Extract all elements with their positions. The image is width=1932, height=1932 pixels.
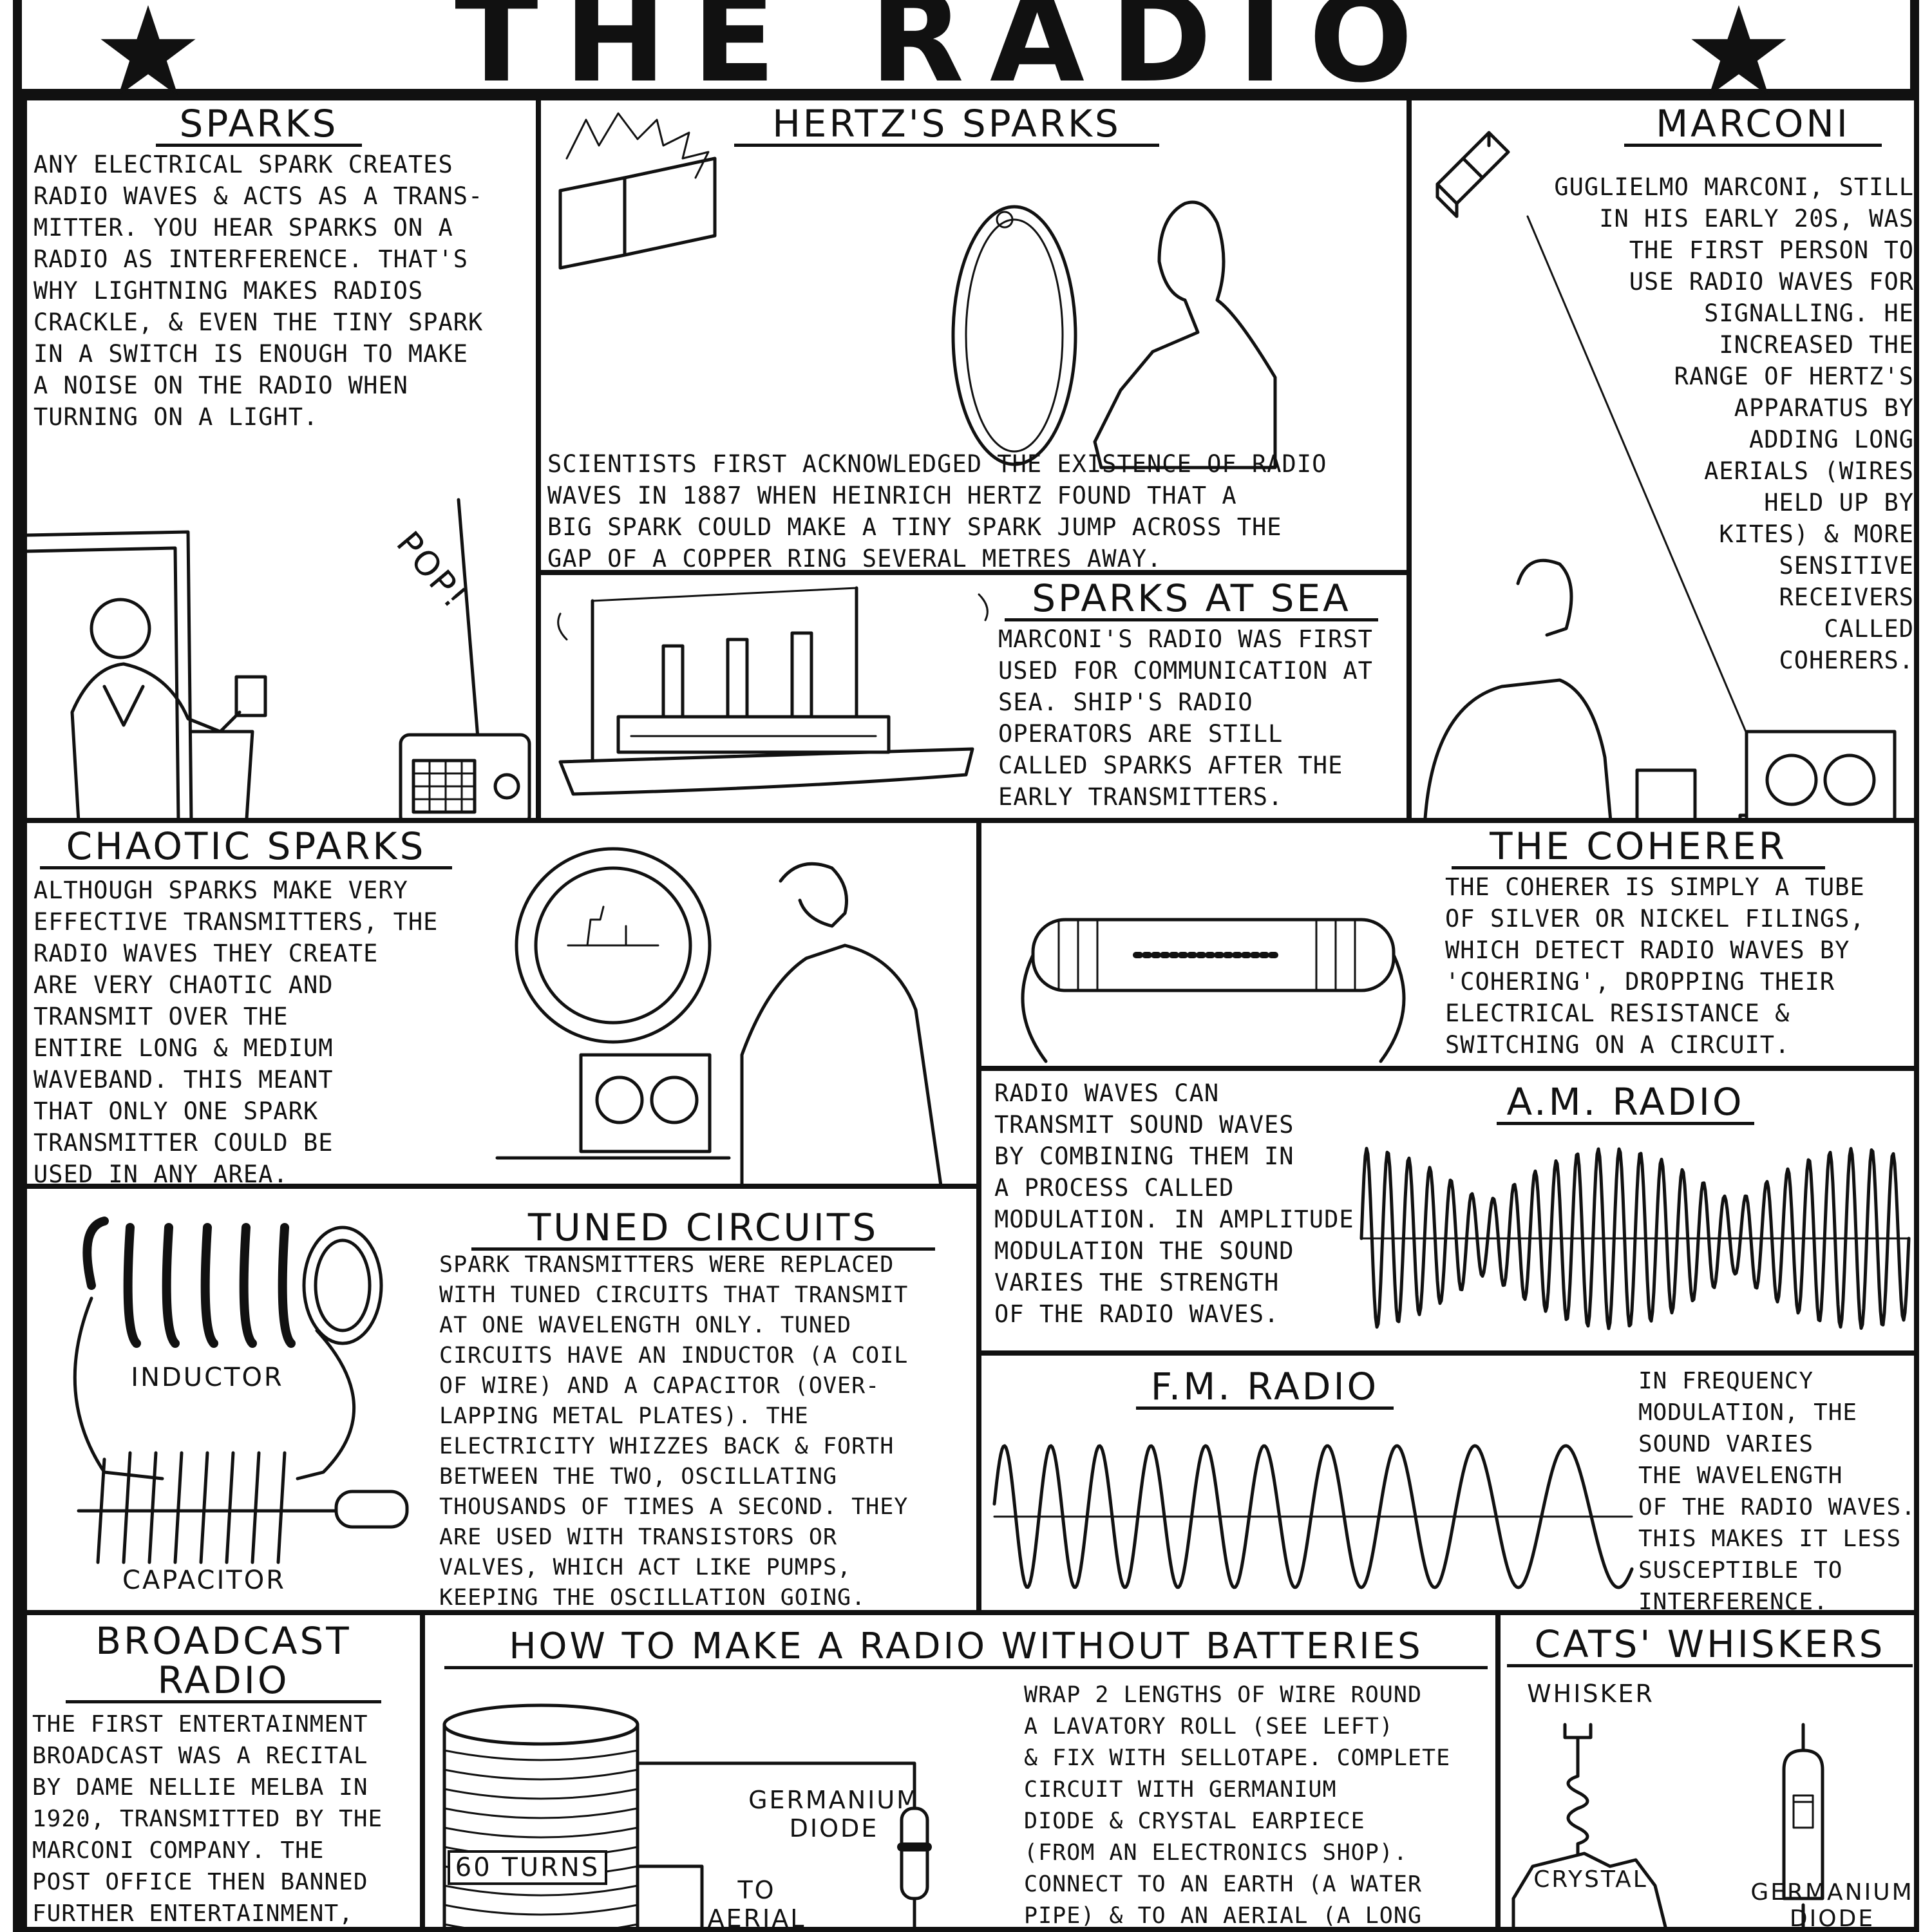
- copper-ring-icon: [951, 200, 1277, 469]
- panel-text: Radio waves can transmit sound waves by …: [994, 1079, 1354, 1328]
- panel-text: The first entertainment broadcast was a …: [32, 1711, 383, 1927]
- panel-how-to-make-radio: HOW TO MAKE A RADIO WITHOUT BATTERIES 60…: [420, 1610, 1501, 1932]
- coil-roll-icon: [442, 1703, 932, 1927]
- kite-string: [1526, 215, 1761, 765]
- coherer-tube-icon: [1021, 918, 1406, 1063]
- star-icon: [1691, 5, 1786, 96]
- panel-heading: A.M. RADIO: [1497, 1083, 1754, 1125]
- panel-text: Although sparks make very effective tran…: [33, 876, 439, 1188]
- panel-text: Scientists first acknowledged the existe…: [547, 450, 1327, 573]
- panel-text: Wrap 2 lengths of wire round a lavatory …: [1024, 1682, 1451, 1929]
- panel-am-radio: Radio waves can transmit sound waves by …: [976, 1066, 1919, 1356]
- panel-sparks-at-sea: SPARKS AT SEA Marconi's radio was first …: [536, 570, 1412, 823]
- crystal-label: CRYSTAL: [1533, 1866, 1648, 1893]
- panel-tuned-circuits: INDUCTOR CAPACITOR TUNED CIRCUITS Spark …: [22, 1184, 981, 1615]
- panel-sparks: SPARKS Any electrical spark creates radi…: [22, 95, 541, 823]
- marconi-figure-illustration: [1423, 558, 1897, 818]
- panel-heading: SPARKS AT SEA: [1005, 579, 1378, 621]
- panel-marconi: MARCONI Guglielmo Marconi, still in his …: [1406, 95, 1919, 823]
- inductor-label: INDUCTOR: [131, 1363, 284, 1392]
- am-wave-icon: [1359, 1146, 1911, 1331]
- title-bar: THE RADIO SET: [13, 0, 1919, 216]
- star-icon: [100, 5, 196, 96]
- panel-text: In frequency modulation, the sound varie…: [1638, 1368, 1916, 1615]
- panel-coherer: THE COHERER The coherer is simply a tube…: [976, 818, 1919, 1071]
- panel-fm-radio: F.M. RADIO In frequency modulation, the …: [976, 1350, 1919, 1615]
- panel-heading: TUNED CIRCUITS: [471, 1208, 935, 1251]
- panel-heading: F.M. RADIO: [1136, 1367, 1394, 1410]
- panel-heading: THE COHERER: [1452, 827, 1825, 869]
- capacitor-label: CAPACITOR: [122, 1566, 286, 1595]
- panel-heading: MARCONI: [1624, 104, 1882, 147]
- panel-text: Guglielmo Marconi, still in his early 20…: [1554, 173, 1914, 674]
- panel-text: Any electrical spark creates radio waves…: [33, 151, 484, 431]
- aerial-label: TO AERIAL: [707, 1876, 806, 1932]
- panel-heading: HOW TO MAKE A RADIO WITHOUT BATTERIES: [444, 1627, 1488, 1669]
- porthole-icon: [495, 847, 943, 1184]
- panel-hertz: HERTZ'S SPARKS Scientists first acknowle…: [536, 95, 1412, 575]
- panel-heading: CATS' WHISKERS: [1507, 1625, 1913, 1667]
- spark-box-icon: [558, 112, 717, 270]
- radio-icon: [399, 498, 531, 818]
- panel-text: The coherer is simply a tube of silver o…: [1445, 873, 1865, 1059]
- diode-label: GERMANIUM DIODE: [748, 1786, 920, 1842]
- panel-text: Spark transmitters were replaced with tu…: [439, 1252, 909, 1611]
- ship-icon: [557, 586, 989, 796]
- man-switching-light-illustration: [27, 530, 267, 818]
- panel-heading: CHAOTIC SPARKS: [40, 827, 452, 869]
- panel-text: Marconi's radio was first used for commu…: [998, 625, 1373, 811]
- panel-broadcast-radio: BROADCAST RADIO The first entertainment …: [22, 1610, 425, 1932]
- turns-label: 60 TURNS: [448, 1850, 607, 1885]
- diode-label: GERMANIUM DIODE: [1750, 1879, 1914, 1932]
- panel-heading: HERTZ'S SPARKS: [734, 104, 1159, 147]
- kite-icon: [1435, 131, 1510, 218]
- panel-heading: BROADCAST RADIO: [66, 1622, 381, 1703]
- inductor-coil-icon: [73, 1217, 409, 1564]
- panel-heading: SPARKS: [156, 104, 362, 147]
- panel-chaotic-sparks: CHAOTIC SPARKS Although sparks make very…: [22, 818, 981, 1189]
- panel-cats-whiskers: CATS' WHISKERS WHISKER CRYSTAL GERMANIUM…: [1495, 1610, 1919, 1932]
- crystal-icon: [1511, 1723, 1824, 1927]
- whisker-label: WHISKER: [1527, 1680, 1654, 1708]
- fm-wave-icon: [992, 1444, 1634, 1589]
